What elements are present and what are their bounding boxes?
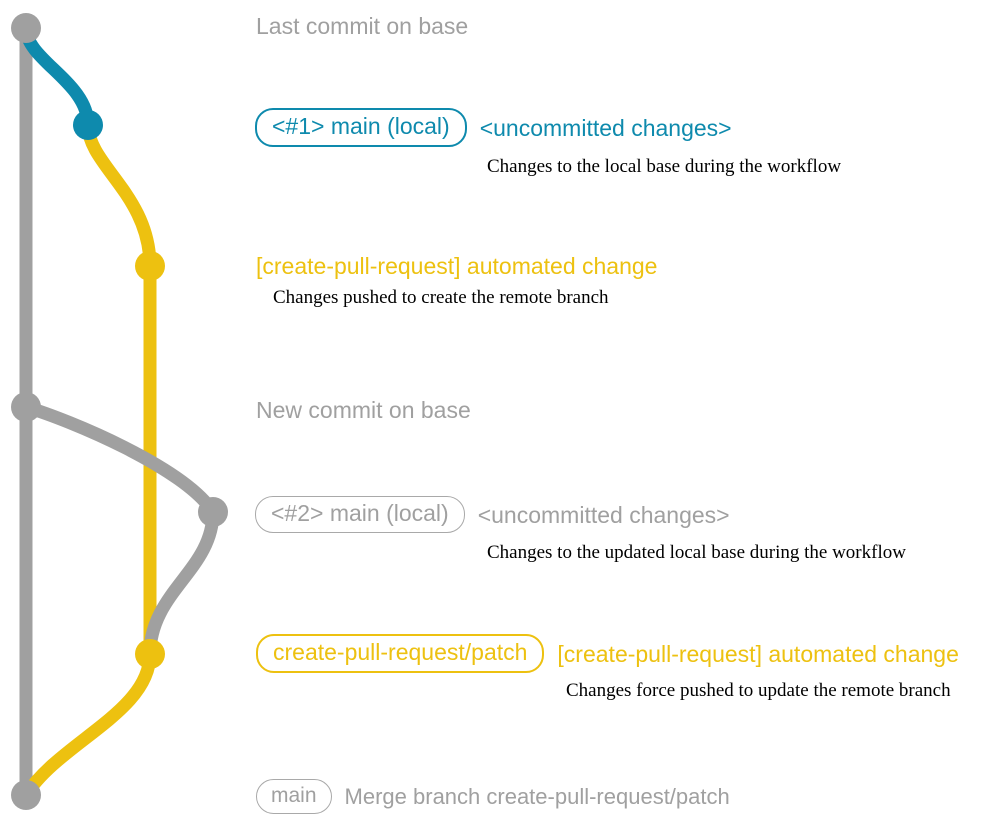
row-automated-change-1: [create-pull-request] automated change C… (256, 252, 657, 310)
row-local-commit-1: <#1> main (local) <uncommitted changes> … (255, 108, 841, 179)
automated-1-subline: Changes pushed to create the remote bran… (273, 287, 609, 308)
row-last-commit: Last commit on base (256, 12, 468, 40)
node-patch-commit-1 (135, 251, 165, 281)
local-2-headline: <uncommitted changes> (477, 501, 730, 528)
node-patch-commit-2 (135, 639, 165, 669)
node-base-head (11, 13, 41, 43)
branch-pill-main[interactable]: main (256, 779, 332, 814)
automated-2-headline: [create-pull-request] automated change (557, 640, 959, 667)
edge-base-2-to-local-2 (19, 400, 220, 519)
node-merge-commit (11, 780, 41, 810)
automated-1-headline: [create-pull-request] automated change (256, 253, 658, 279)
row-automated-change-2: create-pull-request/patch [create-pull-r… (256, 634, 959, 703)
local-1-headline: <uncommitted changes> (479, 114, 732, 141)
branch-pill-create-pull-request-patch[interactable]: create-pull-request/patch (256, 634, 545, 673)
automated-2-subline: Changes force pushed to update the remot… (566, 680, 951, 701)
merge-headline: Merge branch create-pull-request/patch (344, 783, 730, 809)
last-commit-headline: Last commit on base (256, 13, 469, 39)
node-local-commit-1 (73, 110, 103, 140)
branch-pill-main-local-2[interactable]: <#2> main (local) (255, 496, 465, 533)
commit-nodes (11, 13, 228, 810)
row-new-commit: New commit on base (256, 396, 471, 424)
node-local-commit-2 (198, 497, 228, 527)
row-local-commit-2: <#2> main (local) <uncommitted changes> … (255, 496, 906, 565)
row-merge-commit: main Merge branch create-pull-request/pa… (256, 779, 730, 814)
new-commit-headline: New commit on base (256, 397, 471, 423)
edge-local-2-to-patch-2 (143, 505, 220, 661)
local-2-subline: Changes to the updated local base during… (487, 542, 906, 563)
edge-patch-2-to-merge (19, 647, 157, 802)
node-base-commit-2 (11, 392, 41, 422)
branch-pill-main-local-1[interactable]: <#1> main (local) (255, 108, 467, 147)
local-1-subline: Changes to the local base during the wor… (487, 156, 842, 177)
